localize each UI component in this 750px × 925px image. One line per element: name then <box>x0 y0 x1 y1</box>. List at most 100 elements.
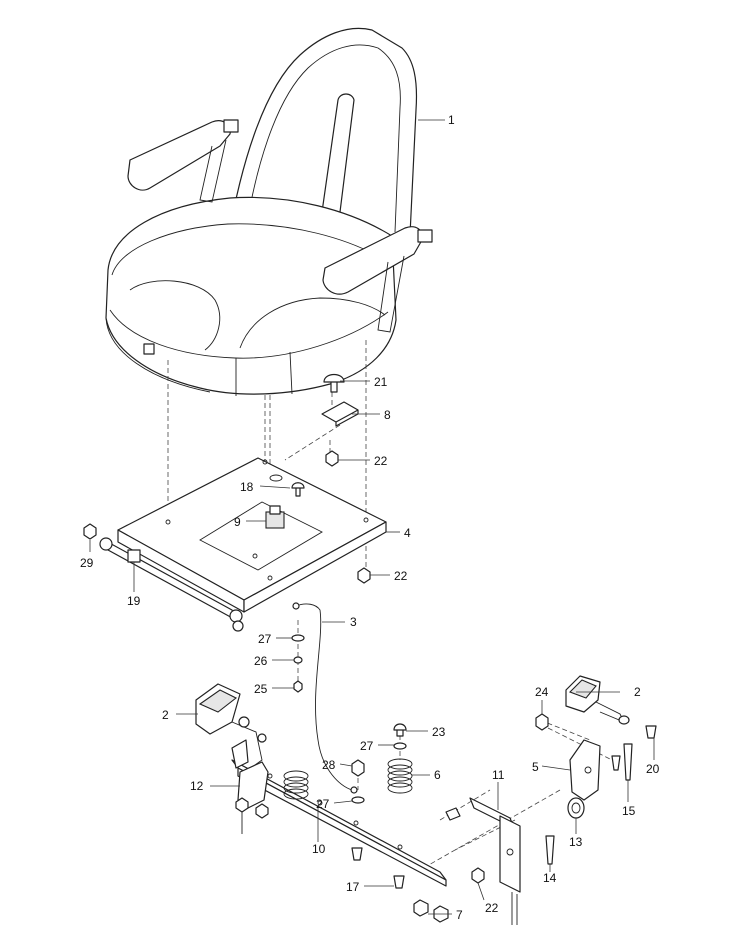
nut-22-lower <box>471 867 485 884</box>
callout-19: 19 <box>127 594 141 608</box>
seat-cushion-front <box>105 317 293 396</box>
cable-end-bottom <box>350 786 358 794</box>
callout-21: 21 <box>374 375 388 389</box>
switch-2-right <box>565 675 630 725</box>
washer-27c <box>351 796 365 804</box>
seat-cushion-top <box>111 223 389 276</box>
seat-switch <box>265 505 285 529</box>
callout-7: 7 <box>456 908 463 922</box>
callout-10: 10 <box>312 842 326 856</box>
callout-20: 20 <box>646 762 660 776</box>
wheel-13 <box>567 797 585 819</box>
seat-plate-cutout <box>199 501 323 571</box>
bolt-14 <box>545 835 555 865</box>
spacer-19 <box>127 549 141 563</box>
callout-22-lower: 22 <box>485 901 499 915</box>
mount-bar-end-left <box>231 739 249 769</box>
callout-29: 29 <box>80 556 94 570</box>
switch-2-left <box>195 683 267 771</box>
seat-cushion <box>105 196 397 395</box>
armrest-right <box>322 226 423 295</box>
bracket-8 <box>321 401 359 427</box>
washer-27b <box>393 742 407 750</box>
callout-15: 15 <box>622 804 636 818</box>
callout-27-mid: 27 <box>360 739 374 753</box>
bracket-11 <box>445 797 521 925</box>
nut-22-mid <box>357 567 371 584</box>
plug-18 <box>291 482 305 497</box>
callout-28: 28 <box>322 758 336 772</box>
seat-cushion-edge <box>109 309 389 359</box>
clip-7 <box>413 899 429 917</box>
callout-22-upper: 22 <box>374 454 388 468</box>
armrest-right-pivot <box>417 229 433 243</box>
bolt-15 <box>623 743 633 781</box>
callout-16: 16 <box>550 923 564 925</box>
callout-18: 18 <box>240 480 254 494</box>
plate-hole <box>267 575 273 581</box>
plug-21 <box>323 373 345 393</box>
armrest-right-support <box>377 255 405 333</box>
callout-12: 12 <box>190 779 204 793</box>
nut-12b <box>255 803 269 819</box>
spring-left <box>283 770 309 800</box>
plate-hole-18 <box>269 474 283 482</box>
plug-23 <box>393 723 407 737</box>
bolt-17-upper <box>351 847 363 861</box>
washer-26 <box>293 656 303 664</box>
callout-4: 4 <box>404 526 411 540</box>
nut-24 <box>535 713 549 731</box>
bolt-15b <box>611 755 621 771</box>
nut-12 <box>235 797 249 813</box>
callout-6: 6 <box>434 768 441 782</box>
callout-26: 26 <box>254 654 268 668</box>
callout-13: 13 <box>569 835 583 849</box>
cable-end-top <box>292 602 300 610</box>
leader-lines <box>89 119 655 915</box>
seat-backrest-inner <box>244 44 401 237</box>
callout-24: 24 <box>535 685 549 699</box>
washer-27a <box>291 634 305 642</box>
callout-5: 5 <box>532 760 539 774</box>
nut-28 <box>351 759 365 777</box>
nut-25 <box>293 680 303 693</box>
callout-14: 14 <box>543 871 557 885</box>
callout-3: 3 <box>350 615 357 629</box>
clip-11 <box>445 807 461 821</box>
spring-right <box>387 758 413 794</box>
callout-9: 9 <box>234 515 241 529</box>
cable-3 <box>295 603 353 791</box>
plate-hole <box>262 459 268 465</box>
callout-27-upper: 27 <box>258 632 272 646</box>
seat-cushion-bolster-left <box>129 280 221 351</box>
bolt-17 <box>393 875 405 889</box>
armrest-left-support <box>199 139 227 203</box>
seat-bottom-knob <box>143 343 155 355</box>
callout-23: 23 <box>432 725 446 739</box>
callout-27-lower: 27 <box>316 797 330 811</box>
armrest-left <box>127 120 231 191</box>
callout-8: 8 <box>384 408 391 422</box>
seat-back-slot <box>317 93 355 245</box>
callout-2-right: 2 <box>634 685 641 699</box>
plate-hole <box>363 517 369 523</box>
rail-end-right <box>229 609 243 623</box>
rail-nut <box>232 620 244 632</box>
nut-29 <box>83 523 97 540</box>
armrest-left-pivot <box>223 119 239 133</box>
plate-hole <box>252 553 258 559</box>
callout-labels: 1 2 2 3 4 5 6 7 8 9 10 11 12 13 14 15 17… <box>80 113 660 925</box>
callout-1: 1 <box>448 113 455 127</box>
callout-2-left: 2 <box>162 708 169 722</box>
callout-25: 25 <box>254 682 268 696</box>
plate-hole <box>165 519 171 525</box>
seat-cushion-bolster-right <box>239 297 386 349</box>
callout-17: 17 <box>346 880 360 894</box>
bolt-20 <box>645 725 657 739</box>
callout-11: 11 <box>492 768 505 782</box>
nut-22-upper <box>325 450 339 467</box>
callout-22-mid: 22 <box>394 569 408 583</box>
seat <box>105 27 433 396</box>
